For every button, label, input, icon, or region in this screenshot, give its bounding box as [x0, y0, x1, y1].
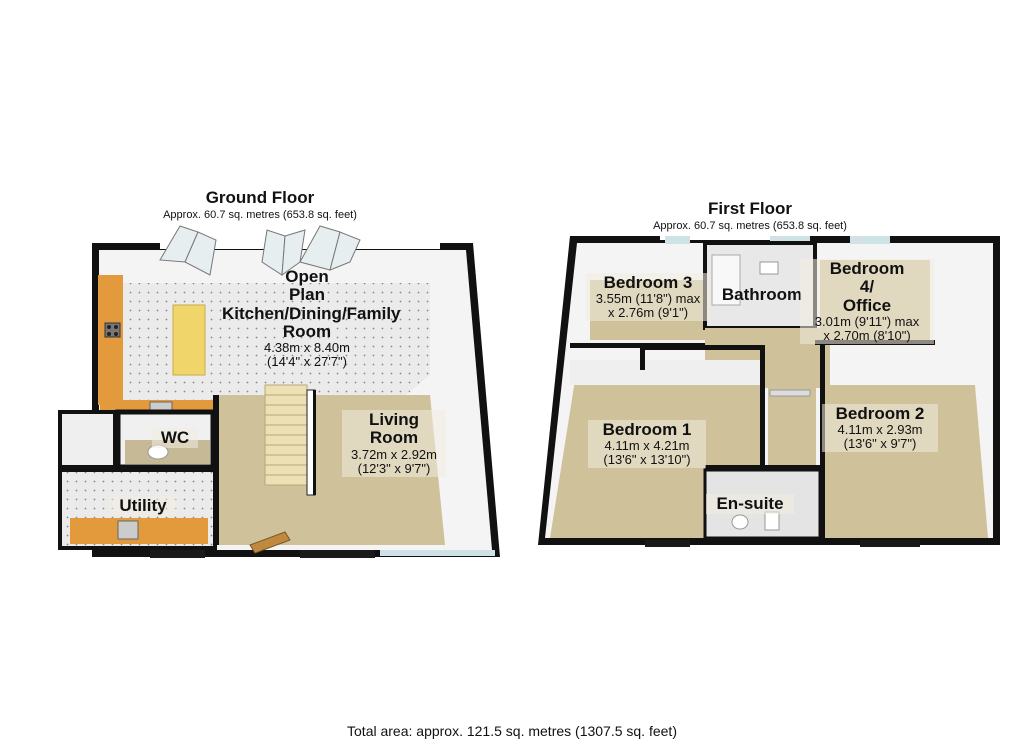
room-label-kitchen: Open Plan Kitchen/Dining/Family Room 4.3…: [222, 267, 401, 370]
room-name: Bedroom 1: [602, 420, 692, 439]
room-dimensions-line1: 3.55m (11'8") max: [595, 291, 701, 307]
room-name: Room: [369, 428, 419, 448]
room-name: Room: [282, 322, 332, 342]
room-name: Plan: [289, 285, 325, 305]
room-name: Office: [842, 295, 892, 315]
room-dimensions-metric: 4.11m x 4.21m: [604, 438, 690, 454]
room-label-wc: WC: [152, 428, 198, 449]
room-name: Bedroom 2: [835, 404, 925, 423]
room-label-bedroom-3: Bedroom 3 3.55m (11'8") max x 2.76m (9'1…: [586, 273, 710, 322]
room-dimensions-line2: x 2.70m (8'10"): [823, 328, 911, 344]
room-name: Living: [368, 410, 420, 429]
first-floor-area: Approx. 60.7 sq. metres (653.8 sq. feet): [653, 220, 847, 232]
room-label-living-room: Living Room 3.72m x 2.92m (12'3" x 9'7"): [342, 410, 446, 477]
ground-floor-title: Ground Floor: [205, 188, 315, 207]
room-label-bedroom-4-office: Bedroom 4/ Office 3.01m (9'11") max x 2.…: [800, 259, 934, 345]
room-name: Open: [285, 267, 329, 286]
room-dimensions-metric: 4.11m x 2.93m: [837, 422, 923, 438]
room-label-bedroom-1: Bedroom 1 4.11m x 4.21m (13'6" x 13'10"): [588, 420, 706, 469]
room-label-bedroom-2: Bedroom 2 4.11m x 2.93m (13'6" x 9'7"): [822, 404, 938, 453]
room-label-en-suite: En-suite: [706, 494, 794, 515]
room-name: Bathroom: [721, 285, 803, 304]
room-dimensions-imperial: (13'6" x 9'7"): [843, 436, 917, 452]
room-dimensions-imperial: (12'3" x 9'7"): [357, 460, 431, 476]
room-dimensions-metric: 4.38m x 8.40m: [264, 340, 350, 356]
room-name: Bedroom: [829, 259, 905, 278]
room-name: WC: [160, 428, 190, 447]
room-name: 4/: [859, 277, 875, 297]
first-floor-title: First Floor: [707, 199, 793, 218]
room-name: Bedroom 3: [603, 273, 693, 292]
room-dimensions-metric: 3.72m x 2.92m: [351, 446, 437, 462]
staircase: [264, 384, 308, 486]
total-area: Total area: approx. 121.5 sq. metres (13…: [347, 723, 677, 739]
room-name: Utility: [119, 496, 167, 515]
room-name: Kitchen/Dining/Family: [222, 303, 401, 323]
room-label-utility: Utility: [110, 496, 176, 517]
ground-floor-area: Approx. 60.7 sq. metres (653.8 sq. feet): [163, 209, 357, 221]
room-dimensions-line1: 3.01m (9'11") max: [814, 314, 920, 330]
room-name: En-suite: [716, 494, 784, 513]
room-label-bathroom: Bathroom: [712, 285, 812, 304]
room-dimensions-line2: x 2.76m (9'1"): [607, 305, 689, 321]
room-dimensions-imperial: (13'6" x 13'10"): [603, 452, 691, 468]
room-dimensions-imperial: (14'4" x 27'7"): [267, 354, 347, 370]
